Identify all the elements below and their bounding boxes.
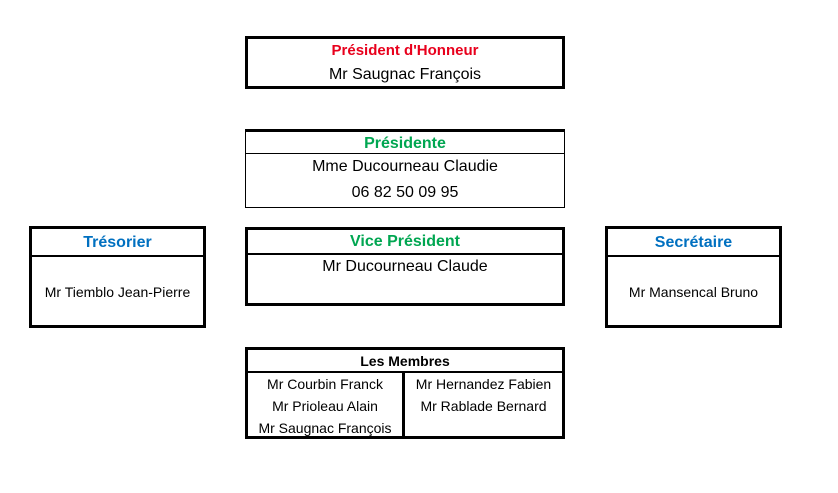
secretary-name: Mr Mansencal Bruno xyxy=(628,283,759,300)
member-item: Mr Rablade Bernard xyxy=(420,398,547,414)
members-title: Les Membres xyxy=(248,350,562,373)
member-item: Mr Saugnac François xyxy=(258,420,392,436)
treasurer-title: Trésorier xyxy=(32,229,203,257)
members-column-left: Mr Courbin Franck Mr Prioleau Alain Mr S… xyxy=(248,373,405,436)
vice-president-name: Mr Ducourneau Claude xyxy=(322,258,488,275)
treasurer-name: Mr Tiemblo Jean-Pierre xyxy=(44,283,191,300)
honorary-president-box: Président d'Honneur Mr Saugnac François xyxy=(245,36,565,89)
president-phone: 06 82 50 09 95 xyxy=(351,184,459,201)
vice-president-title: Vice Président xyxy=(248,230,562,255)
vice-president-box: Vice Président Mr Ducourneau Claude xyxy=(245,227,565,306)
members-box: Les Membres Mr Courbin Franck Mr Priolea… xyxy=(245,347,565,439)
member-item: Mr Courbin Franck xyxy=(267,376,383,392)
honorary-president-title: Président d'Honneur xyxy=(331,42,479,59)
secretary-box: Secrétaire Mr Mansencal Bruno xyxy=(605,226,782,328)
members-column-right: Mr Hernandez Fabien Mr Rablade Bernard xyxy=(405,373,562,436)
members-columns: Mr Courbin Franck Mr Prioleau Alain Mr S… xyxy=(248,373,562,436)
secretary-title: Secrétaire xyxy=(608,229,779,257)
honorary-president-name: Mr Saugnac François xyxy=(328,66,482,83)
president-box: Présidente Mme Ducourneau Claudie 06 82 … xyxy=(245,129,565,208)
president-name: Mme Ducourneau Claudie xyxy=(312,158,498,175)
member-item: Mr Prioleau Alain xyxy=(272,398,378,414)
president-title: Présidente xyxy=(246,129,564,154)
treasurer-box: Trésorier Mr Tiemblo Jean-Pierre xyxy=(29,226,206,328)
member-item: Mr Hernandez Fabien xyxy=(415,376,552,392)
